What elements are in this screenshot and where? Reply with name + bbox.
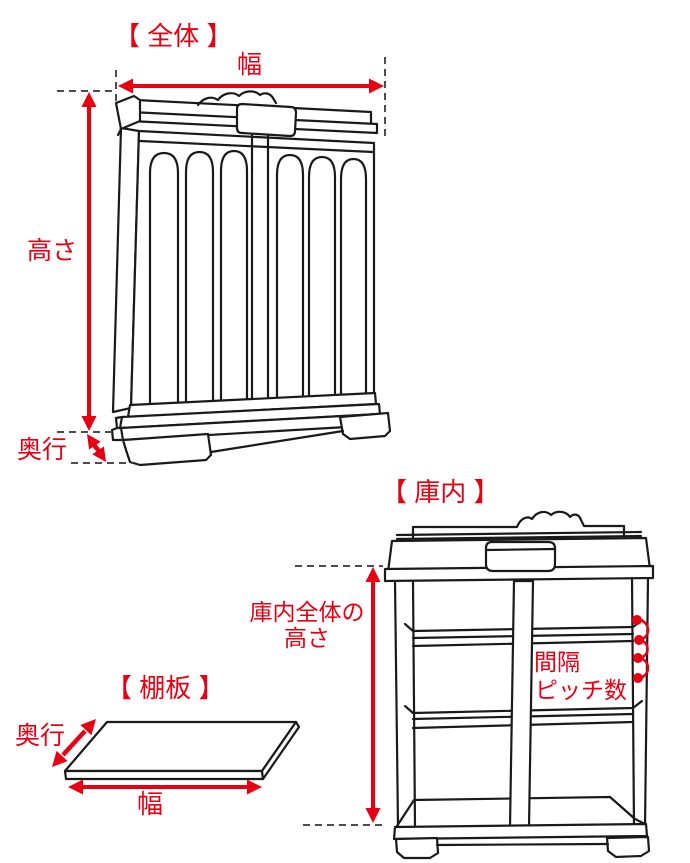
shelf-width-label: 幅 [137, 789, 164, 819]
overall-width-label: 幅 [237, 51, 263, 79]
cap-drawer-line [484, 547, 557, 552]
overall-depth-arrow [87, 434, 106, 462]
left-foot [121, 432, 213, 467]
cap-bottom-lip [383, 564, 655, 583]
interior-total-height-line2: 高さ [284, 625, 330, 652]
overall-guides [57, 57, 386, 464]
interior-guides [295, 565, 383, 826]
cap-top-rails [395, 530, 643, 541]
crown-corner-block [114, 94, 142, 131]
cap-drawer-box [484, 540, 557, 573]
interior-pitch-count-label: ピッチ数 [535, 677, 627, 703]
center-divider [508, 579, 535, 829]
interior-crest-board [411, 510, 626, 540]
crest-carving [196, 90, 278, 107]
corner-block-edge [116, 127, 123, 137]
shelf-top-face [63, 720, 298, 773]
shelf-board-drawing [63, 720, 301, 781]
interior-bottom-board [392, 822, 649, 841]
overall-cabinet-drawing [110, 90, 392, 467]
shelf-right-edge [260, 720, 301, 781]
door-arch-panels [148, 149, 368, 413]
shelf-pitch-dots [632, 615, 650, 683]
interior-left-foot [394, 836, 440, 860]
shelf-depth-arrow [52, 719, 96, 767]
base-front-rail [209, 429, 345, 454]
overall-depth-label: 奥行 [17, 436, 68, 464]
interior-height-arrow [365, 567, 381, 823]
overall-width-arrow [118, 78, 384, 94]
interior-total-height-label: 庫内全体の 高さ [240, 599, 374, 652]
shelf-front-edge [63, 769, 265, 781]
overall-section-title: 【 全体 】 [114, 21, 233, 51]
door-top-rail [138, 139, 375, 154]
interior-total-height-line1: 庫内全体の [249, 599, 365, 625]
interior-section-title: 【 庫内 】 [381, 477, 500, 507]
left-post [393, 579, 417, 829]
right-foot [338, 411, 392, 441]
interior-base-rail [435, 842, 610, 847]
shelf-depth-label: 奥行 [15, 722, 66, 750]
center-stile [250, 132, 270, 408]
shelf-width-arrow [68, 779, 262, 795]
shelf-section-title: 【 棚板 】 [106, 673, 225, 703]
center-keystone [235, 102, 298, 138]
overall-height-label: 高さ [27, 237, 78, 265]
base-corner-steps [110, 415, 124, 442]
interior-right-foot [605, 835, 651, 859]
overall-height-arrow [81, 92, 97, 431]
interior-cabinet-drawing [383, 510, 655, 860]
interior-spacing-label: 間隔 [534, 649, 580, 675]
